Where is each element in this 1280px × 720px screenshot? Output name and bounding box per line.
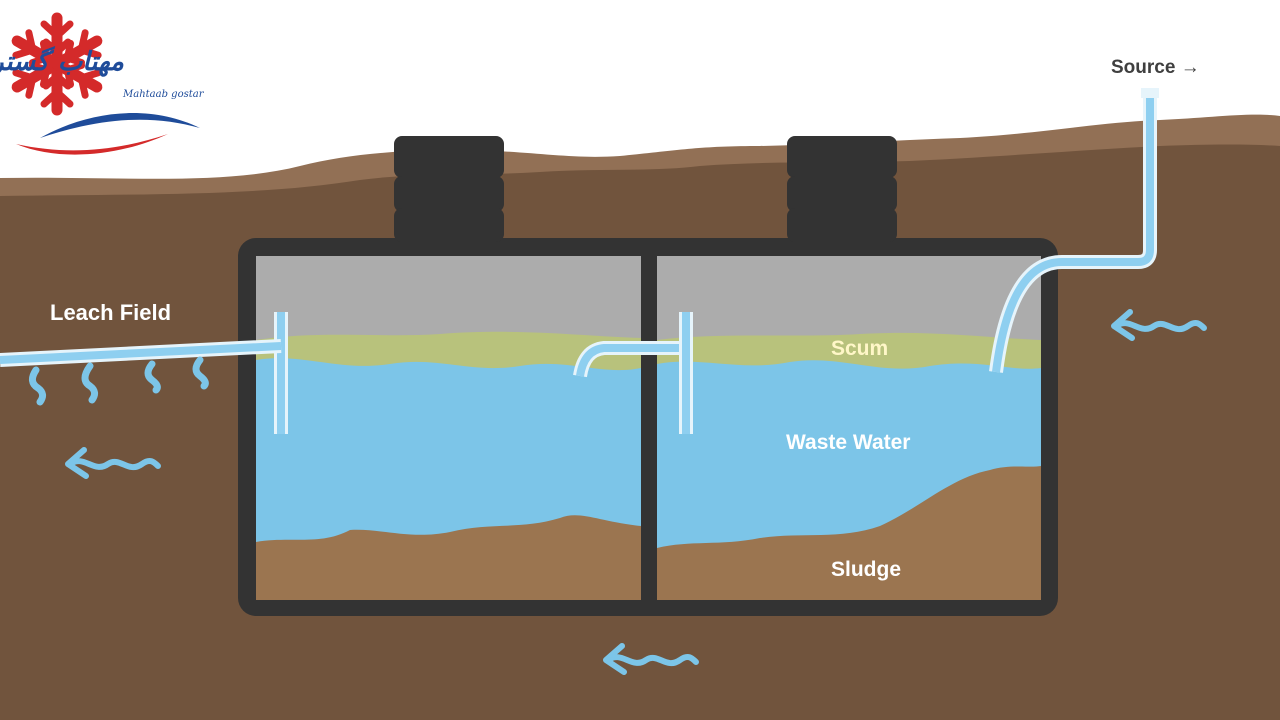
logo-blue-swoosh: [40, 113, 200, 138]
transfer-pipe: [573, 312, 693, 434]
leach-drips: [29, 356, 209, 406]
sludge-layer-right: [657, 466, 1041, 600]
snowflake-icon: [11, 12, 104, 110]
inlet-pipe: [989, 88, 1159, 373]
logo-name-fa: مهتاب گستر: [0, 45, 124, 77]
logo-red-swoosh: [16, 134, 168, 155]
flow-arrow-icon: [1111, 309, 1207, 341]
waste-water-label: Waste Water: [786, 431, 910, 454]
drip-1: [29, 366, 47, 406]
right-chamber: [657, 256, 1041, 600]
tank-divider: [641, 250, 657, 610]
leach-field-label: Leach Field: [50, 300, 171, 325]
drip-3: [144, 360, 161, 394]
logo-name-en: Mahtaab gostar: [122, 89, 205, 100]
left-riser: [394, 136, 504, 242]
outlet-pipe: [0, 312, 288, 434]
scum-label: Scum: [831, 337, 888, 360]
right-riser: [787, 136, 897, 242]
flow-arrow-icon: [65, 447, 161, 479]
source-label: Source →: [1111, 57, 1200, 78]
flow-arrow-icon: [603, 643, 699, 675]
company-logo: مهتاب گستر Mahtaab gostar: [0, 12, 205, 155]
sludge-layer-left: [256, 515, 641, 600]
sludge-label: Sludge: [831, 558, 901, 581]
left-chamber: [256, 256, 641, 600]
drip-4: [192, 356, 209, 390]
drip-2: [81, 362, 99, 404]
